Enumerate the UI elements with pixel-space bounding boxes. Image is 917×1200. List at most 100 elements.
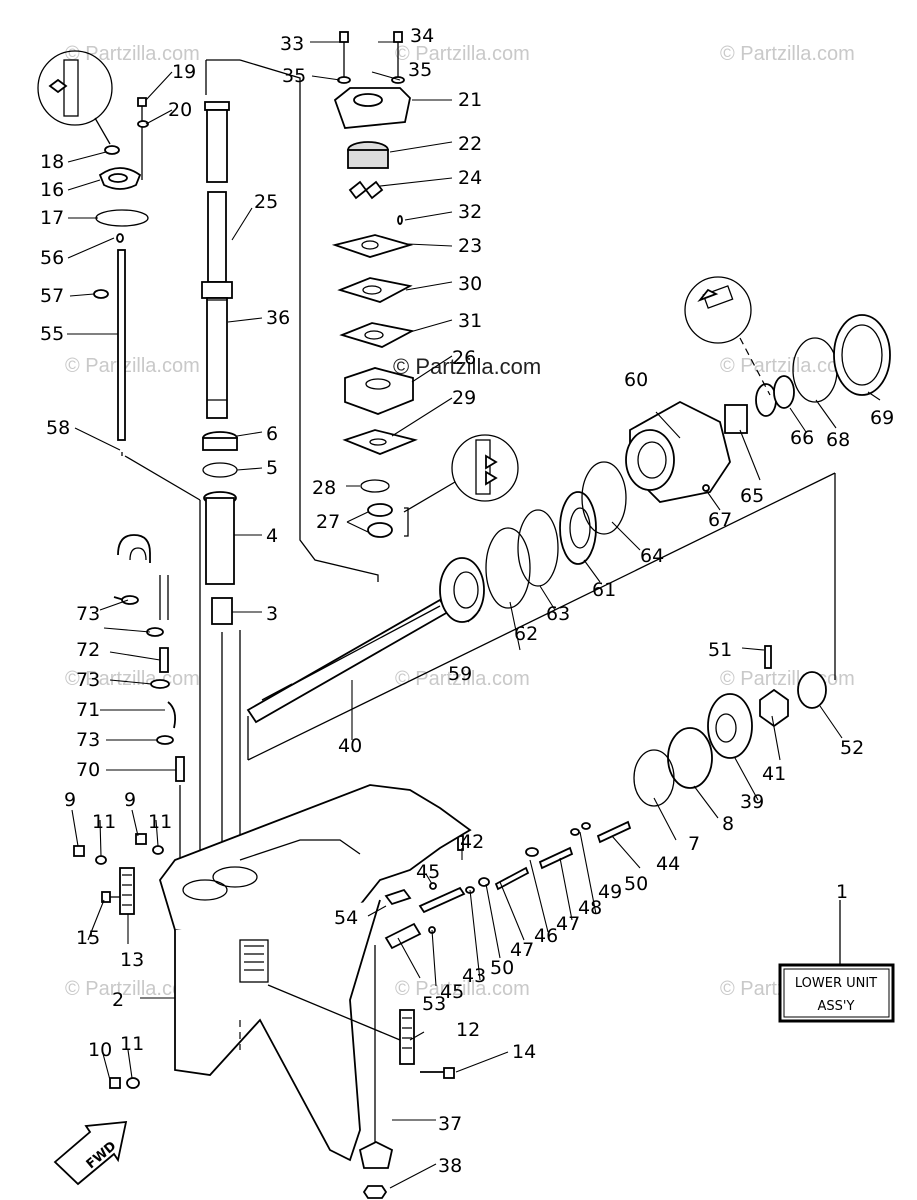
detail-callout-circle	[37, 50, 113, 126]
part-number-label: 2	[112, 989, 124, 1011]
part-number-label: 16	[40, 179, 64, 201]
part-number-label: 14	[512, 1041, 536, 1063]
part-number-label: 11	[92, 811, 116, 833]
spring	[538, 846, 574, 870]
part-number-label: 31	[458, 310, 482, 332]
part-number-label: 49	[598, 881, 622, 903]
part-number-label: 5	[266, 457, 278, 479]
part-number-label: 17	[40, 207, 64, 229]
part-number-label: 32	[458, 201, 482, 223]
shift-rod-group	[37, 50, 201, 880]
part-number-label: 51	[708, 639, 732, 661]
assembly-box-subtitle: ASS'Y	[818, 999, 855, 1014]
part-number-label: 26	[452, 347, 476, 369]
part-number-label: 46	[534, 925, 558, 947]
part-number-label: 38	[438, 1155, 462, 1177]
part-number-label: 66	[790, 427, 814, 449]
reverse-gear	[707, 693, 753, 759]
part-number-label: 48	[578, 897, 602, 919]
o-ring	[95, 209, 149, 227]
part-number-label: 37	[438, 1113, 462, 1135]
part-number-label: 22	[458, 133, 482, 155]
water-tube-fitting	[175, 756, 185, 782]
bolt-head	[137, 97, 147, 107]
fwd-arrow: FWD	[53, 1120, 128, 1186]
part-number-label: 34	[410, 25, 434, 47]
pump-case	[344, 367, 414, 415]
part-number-label: 19	[172, 61, 196, 83]
pinion-gear	[358, 1140, 394, 1169]
part-number-label: 11	[148, 811, 172, 833]
trim-tab	[119, 867, 135, 915]
oil-seal	[773, 375, 795, 409]
watermark: © Partzilla.com	[395, 668, 530, 690]
shim	[485, 527, 531, 609]
part-number-label: 1	[836, 881, 848, 903]
drive-shaft-upper	[206, 109, 228, 183]
part-number-label: 35	[282, 65, 306, 87]
part-number-label: 11	[120, 1033, 144, 1055]
part-number-label: 35	[408, 59, 432, 81]
part-number-label: 53	[422, 993, 446, 1015]
part-number-label: 67	[708, 509, 732, 531]
part-number-label: 15	[76, 927, 100, 949]
watermark: © Partzilla.com	[65, 355, 200, 377]
part-number-label: 63	[546, 603, 570, 625]
watermark: © Partzilla.com	[395, 43, 530, 65]
part-number-label: 41	[762, 763, 786, 785]
part-number-label: 9	[64, 789, 76, 811]
spring	[596, 820, 632, 844]
push-rod	[494, 866, 530, 891]
part-number-label: 45	[416, 861, 440, 883]
part-number-label: 50	[624, 873, 648, 895]
part-number-label: 45	[440, 981, 464, 1003]
detail-callout-circle	[684, 276, 752, 344]
impeller	[348, 180, 384, 200]
part-number-label: 30	[458, 273, 482, 295]
cross-pin	[764, 645, 772, 669]
assembly-box-title: LOWER UNIT	[795, 976, 877, 991]
part-number-label: 71	[76, 699, 100, 721]
reverse-gear-group	[384, 645, 827, 950]
part-number-label: 3	[266, 603, 278, 625]
part-number-label: 59	[448, 663, 472, 685]
shift-plunger	[418, 886, 466, 914]
cartridge-plate	[339, 322, 415, 348]
part-number-label: 20	[168, 99, 192, 121]
o-ring	[581, 461, 627, 535]
outer-plate	[337, 277, 413, 303]
spring	[797, 671, 827, 709]
shift-rod	[117, 249, 126, 441]
watermark-center: © Partzilla.com	[393, 354, 541, 379]
shift-cam	[384, 922, 422, 950]
part-number-label: 70	[76, 759, 100, 781]
drive-shaft	[206, 297, 228, 419]
bearing	[559, 491, 597, 565]
part-number-label: 73	[76, 729, 100, 751]
needle-bearing	[724, 404, 748, 434]
part-number-label: 21	[458, 89, 482, 111]
oil-seal	[367, 503, 393, 517]
water-pump-group	[331, 31, 519, 538]
shift-cam-bracket	[384, 888, 412, 906]
pinion-nut	[362, 1185, 388, 1199]
part-number-label: 42	[460, 831, 484, 853]
part-number-label: 58	[46, 417, 70, 439]
part-number-label: 52	[840, 737, 864, 759]
part-number-label: 27	[316, 511, 340, 533]
bearing	[211, 597, 233, 625]
shim	[517, 509, 559, 587]
detail-callout-circle	[451, 434, 519, 502]
part-number-label: 23	[458, 235, 482, 257]
part-number-label: 36	[266, 307, 290, 329]
part-number-label: 69	[870, 407, 894, 429]
part-number-label: 55	[40, 323, 64, 345]
part-number-label: 18	[40, 151, 64, 173]
o-ring	[360, 479, 390, 493]
part-number-label: 12	[456, 1019, 480, 1041]
watermark: © Partzilla.com	[720, 43, 855, 65]
gasket	[342, 429, 418, 455]
watermark: © Partzilla.com	[65, 978, 200, 1000]
